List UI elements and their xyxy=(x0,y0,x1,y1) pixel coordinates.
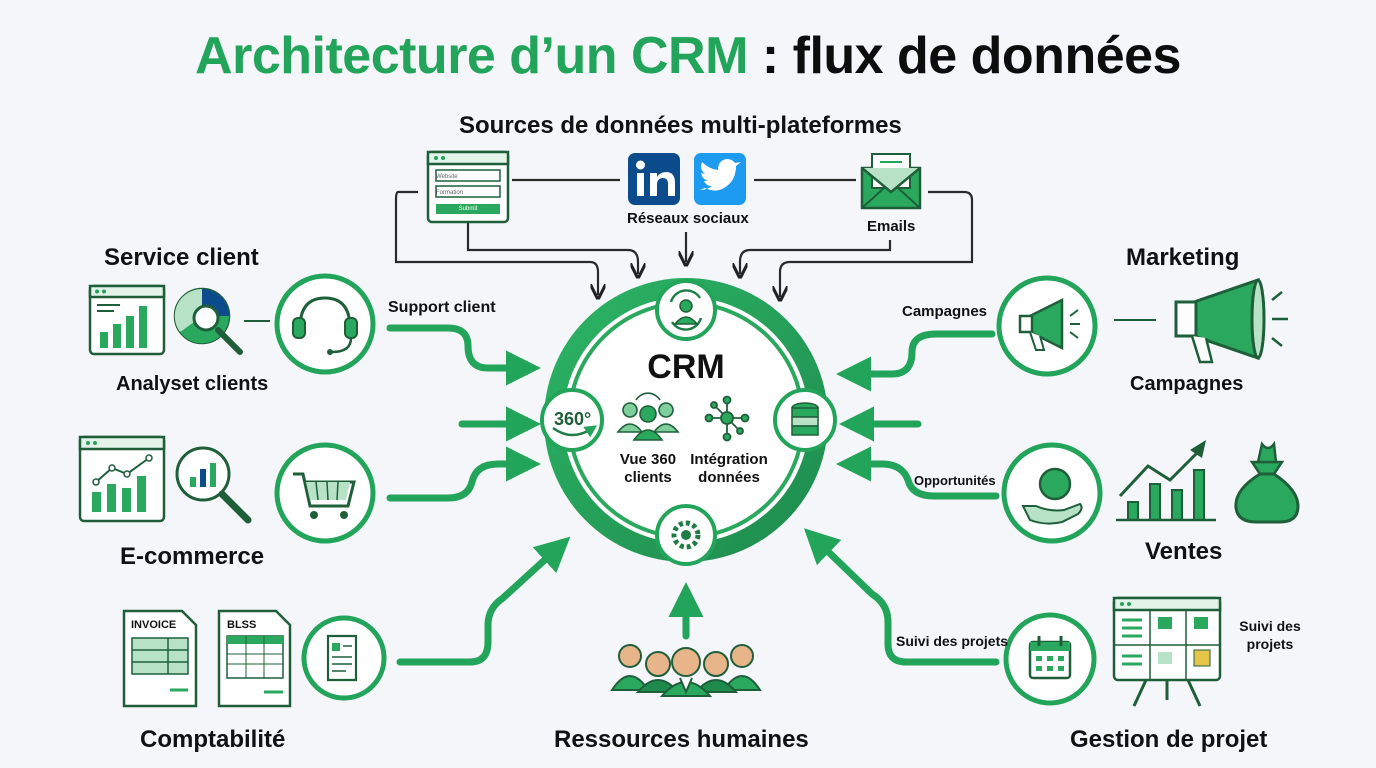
magnifier-chart-icon xyxy=(175,446,252,524)
rh-heading: Ressources humaines xyxy=(554,726,809,753)
invoice-label: INVOICE xyxy=(131,619,177,631)
dashboard-bar-chart-icon xyxy=(88,284,166,356)
email-icon xyxy=(860,153,922,210)
badge-360: 360° xyxy=(554,409,592,429)
opportunites-flow-label: Opportunités xyxy=(914,473,996,488)
pie-magnifier-icon xyxy=(173,287,243,355)
title-part2: : flux de données xyxy=(761,27,1182,85)
flow-compta xyxy=(396,536,571,666)
flow-ventes xyxy=(836,446,1000,500)
form-field-website: Website xyxy=(436,174,458,180)
suivi-projets-flow-label: Suivi des projets xyxy=(896,633,1009,649)
swoosh-360 xyxy=(552,425,598,438)
people-icon xyxy=(616,392,680,441)
page-title: Architecture d’un CRM : flux de données xyxy=(0,26,1376,86)
form-submit-button: Submit xyxy=(458,206,478,212)
connector-email-crm-a xyxy=(740,240,892,274)
connector-form-crm-a xyxy=(394,190,598,295)
flow-marketing xyxy=(836,330,996,392)
money-bag-icon xyxy=(1234,440,1300,524)
form-field-formation: Formation xyxy=(436,190,464,196)
crm-hub xyxy=(540,278,837,566)
vue-360-label: Vue 360 clients xyxy=(619,451,677,486)
campagnes-label: Campagnes xyxy=(1130,373,1244,395)
emails-label: Emails xyxy=(867,218,916,235)
ventes-heading: Ventes xyxy=(1145,538,1223,565)
flow-arrows xyxy=(386,324,1000,666)
support-client-flow-label: Support client xyxy=(388,299,496,316)
headset-icon xyxy=(274,273,376,375)
comptabilite-heading: Comptabilité xyxy=(140,726,286,753)
source-connectors xyxy=(394,178,974,297)
flow-ecommerce xyxy=(386,446,541,502)
receipt-icon xyxy=(301,615,387,701)
megaphone-small-icon xyxy=(996,275,1098,377)
money-hand-icon xyxy=(1001,442,1103,544)
marketing-heading: Marketing xyxy=(1126,244,1240,271)
twitter-icon xyxy=(694,153,746,205)
calendar-icon xyxy=(1003,612,1097,706)
campagnes-flow-label: Campagnes xyxy=(902,303,988,320)
team-icon xyxy=(610,644,762,697)
kanban-board-icon xyxy=(1112,596,1222,707)
crm-node-right xyxy=(773,388,837,452)
suivi-projets-side-label: Suivi des projets xyxy=(1239,618,1301,652)
web-form-icon xyxy=(426,150,510,224)
megaphone-large-icon xyxy=(1174,277,1288,364)
flow-support xyxy=(386,324,541,386)
network-icon xyxy=(704,395,750,442)
integration-label: Intégration données xyxy=(690,451,768,486)
crm-node-bottom xyxy=(655,504,717,566)
invoice-doc-icon xyxy=(122,609,198,708)
bls-label: BLSS xyxy=(227,619,257,631)
dashboard-line-chart-icon xyxy=(78,435,166,523)
shopping-cart-icon xyxy=(274,442,376,544)
sources-heading: Sources de données multi-plateformes xyxy=(459,112,902,139)
connector-form-crm-b xyxy=(466,222,638,274)
ecommerce-heading: E-commerce xyxy=(120,543,265,570)
crm-title: CRM xyxy=(647,348,725,386)
crm-node-top xyxy=(655,279,717,341)
social-label: Réseaux sociaux xyxy=(627,210,749,227)
service-client-heading: Service client xyxy=(104,244,259,271)
crm-core xyxy=(578,312,794,528)
analyse-clients-label: Analyset clients xyxy=(116,373,269,395)
connector-email-crm-b xyxy=(780,190,974,297)
gestion-projet-heading: Gestion de projet xyxy=(1070,726,1268,753)
flow-projet xyxy=(803,528,1000,666)
growth-chart-icon xyxy=(1116,440,1216,522)
linkedin-icon xyxy=(628,153,680,205)
bls-doc-icon xyxy=(217,609,292,708)
title-part1: Architecture d’un CRM xyxy=(195,27,748,85)
